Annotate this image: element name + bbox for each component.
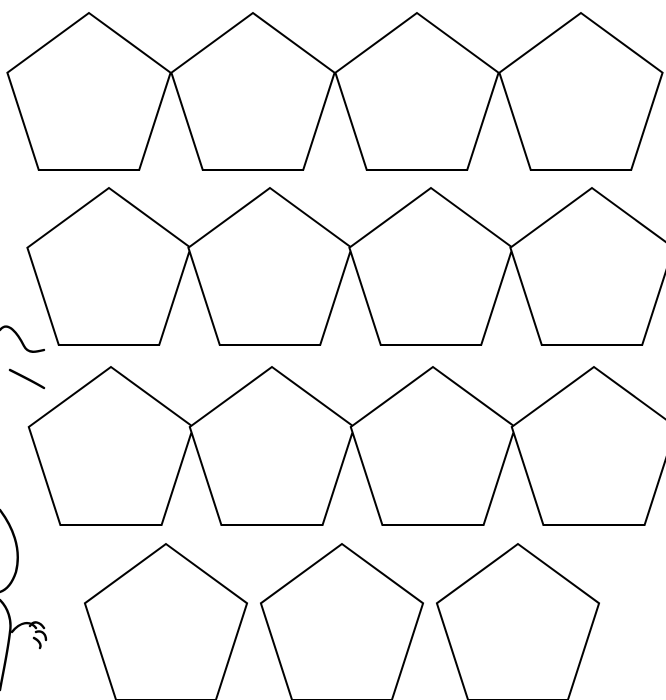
pentagon-outline bbox=[261, 544, 423, 700]
pentagon-outline bbox=[335, 13, 498, 170]
doodle-loop bbox=[0, 600, 11, 690]
doodle-hand bbox=[12, 622, 46, 648]
pentagon-outline bbox=[351, 367, 515, 525]
pentagon-outline bbox=[7, 13, 170, 170]
pentagon-outline bbox=[349, 188, 512, 345]
pentagon-outline bbox=[171, 13, 334, 170]
pentagon-outline bbox=[512, 367, 666, 525]
pentagon-outline bbox=[190, 367, 354, 525]
pentagon-outline bbox=[85, 544, 247, 700]
doodle-body bbox=[0, 510, 18, 592]
pentagon-outline bbox=[27, 188, 190, 345]
pentagon-outline bbox=[510, 188, 666, 345]
pentagon-outline bbox=[437, 544, 599, 700]
margin-doodle bbox=[0, 327, 46, 690]
pentagon-outline bbox=[29, 367, 193, 525]
doodle-curl bbox=[0, 327, 44, 388]
pentagon-outline bbox=[188, 188, 351, 345]
pentagon-outline bbox=[499, 13, 662, 170]
pentagon-grid bbox=[7, 13, 666, 700]
